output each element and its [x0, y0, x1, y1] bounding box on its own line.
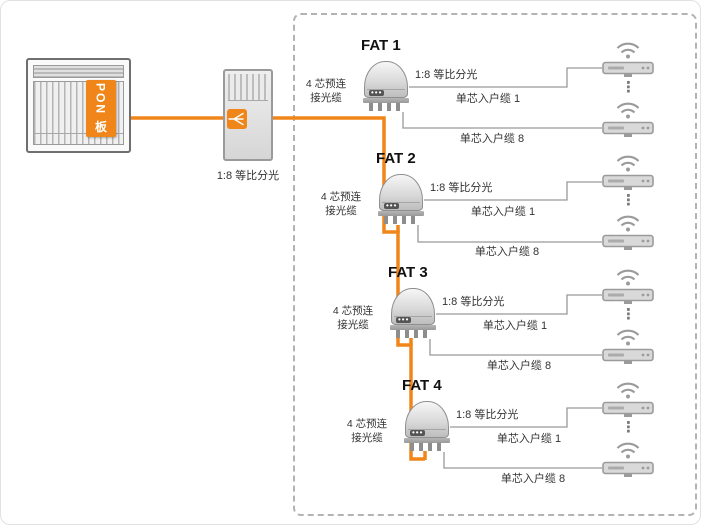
- wifi-router-icon: [602, 101, 654, 139]
- split-ratio-label: 1:8 等比分光: [456, 409, 519, 421]
- wifi-router-icon: [602, 154, 654, 192]
- drop-cable-1-label: 单芯入户缆 1: [496, 433, 562, 445]
- fat-ports: [384, 216, 418, 224]
- drop-cable-1-label: 单芯入户缆 1: [470, 206, 536, 218]
- more-routers-ellipsis: ⋮: [621, 306, 636, 323]
- fat-ports: [396, 330, 430, 338]
- fat-body: •••: [379, 174, 423, 211]
- drop-cable: [436, 294, 602, 315]
- more-routers-ellipsis: ⋮: [621, 192, 636, 209]
- fat-device-icon: •••: [390, 288, 436, 338]
- splitter-cabinet: [223, 69, 273, 161]
- more-routers-ellipsis: ⋮: [621, 419, 636, 436]
- wifi-router-icon: [602, 441, 654, 479]
- drop-cable-1-label: 单芯入户缆 1: [455, 93, 521, 105]
- drop-cable: [443, 452, 602, 469]
- cabinet-split-ratio-label: 1:8 等比分光: [216, 170, 280, 182]
- drop-cable: [450, 407, 602, 428]
- cabinet-vents: [228, 74, 268, 101]
- feeder-cable-label: 4 芯预连 接光缆: [305, 78, 347, 105]
- fat-ports: [410, 443, 444, 451]
- fat-base: [404, 438, 450, 443]
- drop-cable-8-label: 单芯入户缆 8: [474, 246, 540, 258]
- drop-cable: [417, 225, 602, 243]
- fat-ports: [369, 103, 403, 111]
- split-ratio-label: 1:8 等比分光: [430, 182, 493, 194]
- feeder-cable-label: 4 芯预连 接光缆: [346, 418, 388, 445]
- wifi-router-icon: [602, 381, 654, 419]
- drop-cable: [402, 112, 602, 129]
- drop-cable-8-label: 单芯入户缆 8: [500, 473, 566, 485]
- olt-shelf: [33, 65, 124, 78]
- split-ratio-label: 1:8 等比分光: [415, 69, 478, 81]
- drop-cable: [409, 67, 602, 88]
- wifi-router-icon: [602, 214, 654, 252]
- fat-ports-dots: •••: [410, 428, 426, 437]
- fat-ports-dots: •••: [396, 315, 412, 324]
- fat-body: •••: [391, 288, 435, 325]
- fat-body: •••: [364, 61, 408, 98]
- fat-title: FAT 3: [388, 264, 428, 281]
- fat-device-icon: •••: [378, 174, 424, 224]
- trunk-cable-stubs: [396, 225, 427, 460]
- drop-cable: [424, 181, 602, 201]
- split-ratio-label: 1:8 等比分光: [442, 296, 505, 308]
- fat-base: [390, 325, 436, 330]
- fat-device-icon: •••: [404, 401, 450, 451]
- fat-ports-dots: •••: [384, 201, 400, 210]
- fat-device-icon: •••: [363, 61, 409, 111]
- fat-title: FAT 2: [376, 150, 416, 167]
- drop-cable: [429, 339, 602, 356]
- drop-cable-8-label: 单芯入户缆 8: [486, 360, 552, 372]
- fat-title: FAT 1: [361, 37, 401, 54]
- more-routers-ellipsis: ⋮: [621, 79, 636, 96]
- pon-board-tag: PON 板: [86, 80, 116, 137]
- olt-chassis: PON 板: [26, 58, 131, 153]
- fat-title: FAT 4: [402, 377, 442, 394]
- drop-cable-8-label: 单芯入户缆 8: [459, 133, 525, 145]
- feeder-cable-label: 4 芯预连 接光缆: [320, 191, 362, 218]
- fat-body: •••: [405, 401, 449, 438]
- wifi-router-icon: [602, 41, 654, 79]
- wifi-router-icon: [602, 328, 654, 366]
- drop-cable-1-label: 单芯入户缆 1: [482, 320, 548, 332]
- splitter-icon: [227, 109, 247, 129]
- fat-base: [363, 98, 409, 103]
- fat-ports-dots: •••: [369, 88, 385, 97]
- fat-base: [378, 211, 424, 216]
- wifi-router-icon: [602, 268, 654, 306]
- fat-zone-boundary: [293, 13, 697, 516]
- feeder-cable-label: 4 芯预连 接光缆: [332, 305, 374, 332]
